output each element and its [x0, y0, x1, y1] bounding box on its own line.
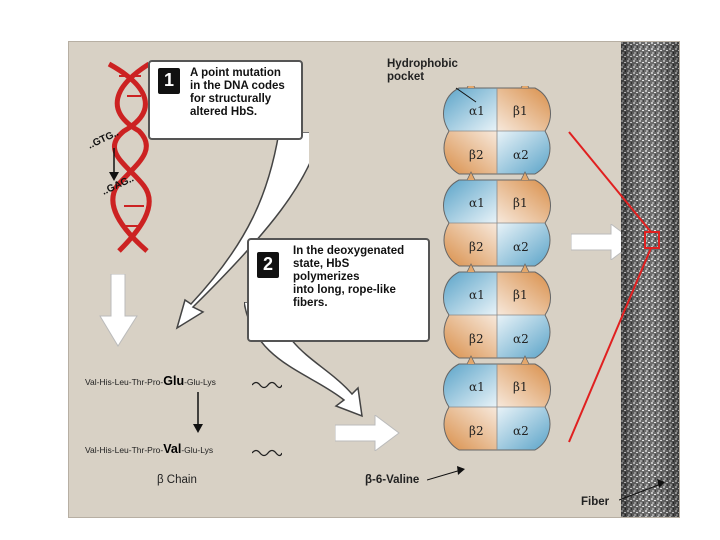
subunit-label-a2: α2: [513, 424, 529, 438]
subunit-label-b2: β2: [469, 332, 484, 346]
callout-1: 1 A point mutation in the DNA codes for …: [148, 60, 303, 140]
subunit-label-a1: α1: [469, 104, 485, 118]
down-arrow-icon: [99, 274, 138, 347]
hemoglobin-polymer: [443, 86, 551, 451]
subunit-label-a2: α2: [513, 332, 529, 346]
subunit-label-a2: α2: [513, 148, 529, 162]
right-arrow-icon: [335, 415, 400, 451]
beta-chain-label: β Chain: [157, 474, 197, 486]
subunit-label-b2: β2: [469, 424, 484, 438]
fiber-micrograph: [621, 42, 679, 517]
wavy-tail-icon: [252, 449, 282, 457]
fiber-label: Fiber: [581, 496, 610, 508]
subunit-label-b2: β2: [469, 240, 484, 254]
fiber-pointer-icon: [619, 479, 665, 501]
diagram-panel: ..GTG.. ..GAG.. 1 A point mutation in th…: [68, 41, 680, 518]
hydrophobic-pocket-label: Hydrophobic pocket: [387, 58, 458, 83]
subunit-label-b1: β1: [513, 380, 528, 394]
sequence-mutant: Val-His-Leu-Thr-Pro-Val-Glu-Lys: [85, 442, 214, 456]
beta-6-valine-label: β-6-Valine: [365, 474, 420, 486]
dna-helix-icon: [107, 61, 152, 253]
sequence-normal: Val-His-Leu-Thr-Pro-Glu-Glu-Lys: [85, 374, 216, 388]
subunit-label-a1: α1: [469, 380, 485, 394]
subunit-label-a2: α2: [513, 240, 529, 254]
pocket-pointer-icon: [455, 87, 477, 103]
step-1-badge: 1: [158, 68, 180, 94]
sequence-arrow-icon: [193, 392, 203, 433]
subunit-label-b2: β2: [469, 148, 484, 162]
callout-2-text: In the deoxygenated state, HbS polymeriz…: [293, 245, 405, 309]
zoom-indicator: [568, 131, 660, 443]
step-2-badge: 2: [257, 252, 279, 278]
callout-2: 2 In the deoxygenated state, HbS polymer…: [247, 238, 430, 342]
callout-1-pointer-icon: [175, 132, 309, 330]
wavy-tail-icon: [252, 381, 282, 389]
subunit-label-b1: β1: [513, 104, 528, 118]
subunit-label-a1: α1: [469, 196, 485, 210]
subunit-label-a1: α1: [469, 288, 485, 302]
callout-1-text: A point mutation in the DNA codes for st…: [190, 67, 285, 118]
subunit-label-b1: β1: [513, 196, 528, 210]
valine-pointer-icon: [427, 466, 465, 481]
subunit-label-b1: β1: [513, 288, 528, 302]
mutation-arrow-icon: [109, 148, 119, 181]
